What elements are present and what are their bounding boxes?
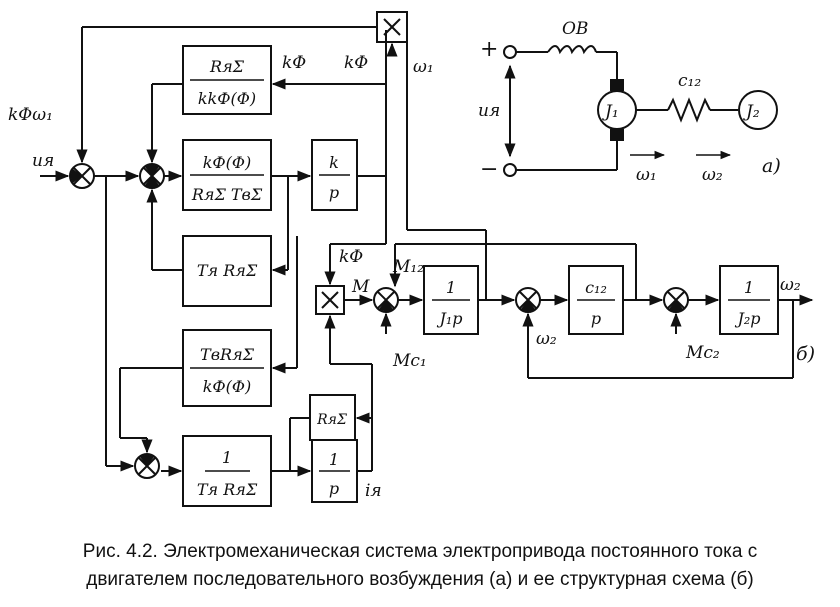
multiplier-top	[376, 11, 408, 43]
kphi-label-1: kΦ	[282, 53, 306, 73]
schematic-omega1-label: ω₁	[636, 165, 657, 185]
load-j2-label: J₂	[743, 102, 760, 122]
j2-block-denominator: J₂p	[734, 309, 760, 328]
sum-junction-3	[134, 453, 160, 479]
j1-block-numerator: 1	[446, 278, 456, 297]
schematic-omega2-label: ω₂	[702, 165, 723, 185]
load-mc1-label: Mс₁	[392, 351, 427, 371]
omega2-feedback-label: ω₂	[536, 329, 557, 349]
figure-caption: Рис. 4.2. Электромеханическая система эл…	[0, 538, 840, 594]
sum-junction-4	[373, 287, 399, 313]
sum-junction-6	[663, 287, 689, 313]
integrator-denominator: p	[329, 479, 339, 498]
motor-j1-label: J₁	[602, 102, 619, 122]
subfigure-b-label: б)	[796, 343, 815, 365]
kphi-omega1-label: kΦω₁	[8, 105, 53, 125]
structural-diagram	[40, 11, 814, 507]
kphi-label-3: kΦ	[339, 247, 363, 267]
omega1-label: ω₁	[413, 57, 434, 77]
c12-block-denominator: p	[591, 309, 601, 328]
minus-sign: −	[480, 157, 498, 182]
load-mc2-label: Mс₂	[685, 343, 720, 363]
excitation-winding-label: ОВ	[562, 19, 588, 39]
block5-numerator: 1	[222, 448, 232, 467]
torque-m-label: M	[351, 277, 370, 297]
block3-text: Tя RяΣ	[197, 261, 258, 280]
k-block-denominator: p	[329, 183, 339, 202]
block1-numerator: RяΣ	[209, 57, 245, 76]
sum-junction-2	[139, 163, 165, 189]
block1-denominator: kkФ(Φ)	[198, 89, 256, 108]
integrator-numerator: 1	[329, 450, 339, 469]
k-block-numerator: k	[329, 153, 339, 172]
subfigure-a-label: а)	[762, 155, 781, 177]
caption-line-1: Рис. 4.2. Электромеханическая система эл…	[82, 541, 758, 562]
block2-denominator: RяΣ TвΣ	[191, 185, 263, 204]
j2-block-numerator: 1	[744, 278, 754, 297]
stiffness-c12-label: c₁₂	[678, 71, 701, 91]
multiplier-mid	[315, 285, 345, 315]
plus-sign: +	[480, 37, 498, 62]
caption-line-2: двигателем последовательного возбуждения…	[86, 569, 754, 590]
c12-block-numerator: c₁₂	[585, 278, 607, 297]
sum-junction-5	[515, 287, 541, 313]
r-block-text: RяΣ	[316, 412, 347, 428]
kphi-label-2: kΦ	[344, 53, 368, 73]
input-u-label: uя	[32, 151, 54, 171]
block4-denominator: kФ(Φ)	[203, 377, 252, 396]
block4-numerator: TвRяΣ	[200, 345, 255, 364]
motor-schematic	[503, 45, 778, 177]
block-r-over-kkphi	[182, 45, 272, 115]
torque-m12-label: M₁₂	[392, 257, 424, 277]
sum-junction-1	[69, 163, 95, 189]
j1-block-denominator: J₁p	[436, 309, 462, 328]
block5-denominator: Tя RяΣ	[197, 480, 258, 499]
omega2-output-label: ω₂	[780, 275, 801, 295]
schematic-u-label: uя	[478, 101, 500, 121]
current-i-label: iя	[365, 481, 382, 501]
block2-numerator: kФ(Φ)	[203, 153, 252, 172]
